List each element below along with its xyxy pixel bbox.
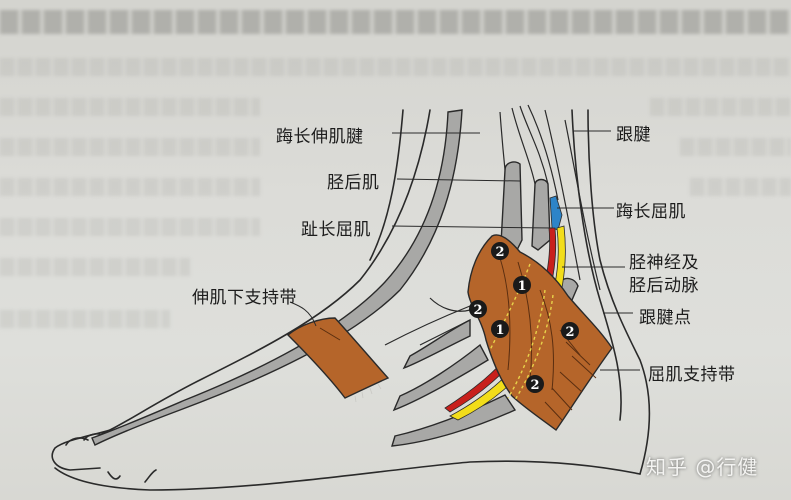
tendon-line	[419, 319, 471, 346]
marker-2: 2	[526, 375, 544, 393]
blurred-text-line	[0, 310, 170, 328]
toe-crease	[144, 469, 157, 483]
marker-2: 2	[469, 300, 487, 318]
watermark: 知乎 @行健	[646, 455, 759, 479]
foot-sole-outline	[54, 460, 641, 491]
retinaculum-fiber	[539, 289, 554, 391]
blurred-text-line	[0, 98, 260, 116]
svg-text:2: 2	[473, 303, 482, 318]
blurred-text-line	[0, 138, 260, 156]
label-posterior-tibial-artery: 胫后动脉	[629, 276, 699, 296]
posterior-tibial-vein	[549, 195, 563, 231]
tendon-line	[499, 111, 506, 171]
tibialis-posterior-distal	[402, 318, 471, 370]
blurred-text-line	[690, 178, 791, 196]
label-flexor-digitorum-longus: 趾长屈肌	[301, 220, 371, 240]
retinaculum-fiber	[559, 371, 583, 393]
leg-front-outline	[369, 109, 404, 261]
tendon-line	[429, 297, 471, 312]
incision-line-2	[507, 289, 546, 399]
heel-outline	[587, 109, 651, 475]
leader-line-ier	[289, 301, 317, 327]
blurred-text-line	[680, 138, 791, 156]
blurred-text-line	[0, 178, 260, 196]
label-tibialis-posterior: 胫后肌	[327, 173, 380, 193]
svg-text:2: 2	[530, 378, 539, 393]
toe-crease	[107, 471, 121, 480]
inferior-extensor-retinaculum	[286, 317, 390, 399]
tendon-line	[511, 107, 536, 185]
label-extensor-hallucis-longus-tendon: 踇长伸肌腱	[276, 127, 364, 147]
label-tibial-nerve: 胫神经及	[629, 253, 699, 273]
retinaculum-fiber	[551, 387, 573, 411]
retinaculum-fiber	[319, 327, 341, 341]
toe-outline	[65, 437, 89, 446]
incision-line-1	[489, 263, 531, 351]
retinaculum-fiber	[571, 355, 597, 379]
marker-2: 2	[561, 322, 579, 340]
leader-line-tp	[396, 178, 521, 182]
label-achilles-point: 跟腱点	[639, 308, 692, 328]
marker-2: 2	[491, 242, 509, 260]
tendon-line	[527, 104, 559, 201]
fdl-distal	[392, 343, 489, 412]
label-flexor-retinaculum: 屈肌支持带	[648, 365, 736, 385]
tendon-line	[544, 109, 581, 281]
label-achilles-tendon: 跟腱	[616, 125, 651, 145]
blurred-text-line	[0, 258, 190, 276]
label-inferior-extensor-retinaculum: 伸肌下支持带	[192, 288, 297, 308]
svg-text:1: 1	[517, 279, 526, 294]
blurred-text-line	[650, 98, 791, 116]
tendon-line	[519, 105, 549, 185]
frayed-edge	[354, 383, 382, 403]
marker-1: 1	[491, 320, 509, 338]
fdl-tendon	[531, 178, 551, 251]
blurred-page-heading	[0, 10, 791, 34]
svg-text:2: 2	[495, 245, 504, 260]
foot-dorsum-outline	[109, 109, 431, 431]
achilles-outline	[571, 109, 622, 421]
marker-1: 1	[513, 276, 531, 294]
svg-text:2: 2	[565, 325, 574, 340]
incision-line-3	[514, 294, 554, 401]
retinaculum-fiber	[544, 401, 563, 421]
label-flexor-hallucis-longus: 踇长屈肌	[616, 202, 686, 222]
tendon-line	[384, 305, 471, 346]
retinaculum-fiber	[499, 257, 511, 371]
retinaculum-fiber	[565, 341, 591, 366]
blurred-text-line	[0, 218, 260, 236]
ehl-tendon	[91, 109, 463, 446]
svg-text:1: 1	[495, 323, 504, 338]
retinaculum-fiber	[517, 261, 532, 381]
tendon-line	[564, 119, 601, 291]
blurred-text-line	[0, 58, 791, 76]
leader-line-fdl	[391, 225, 553, 229]
